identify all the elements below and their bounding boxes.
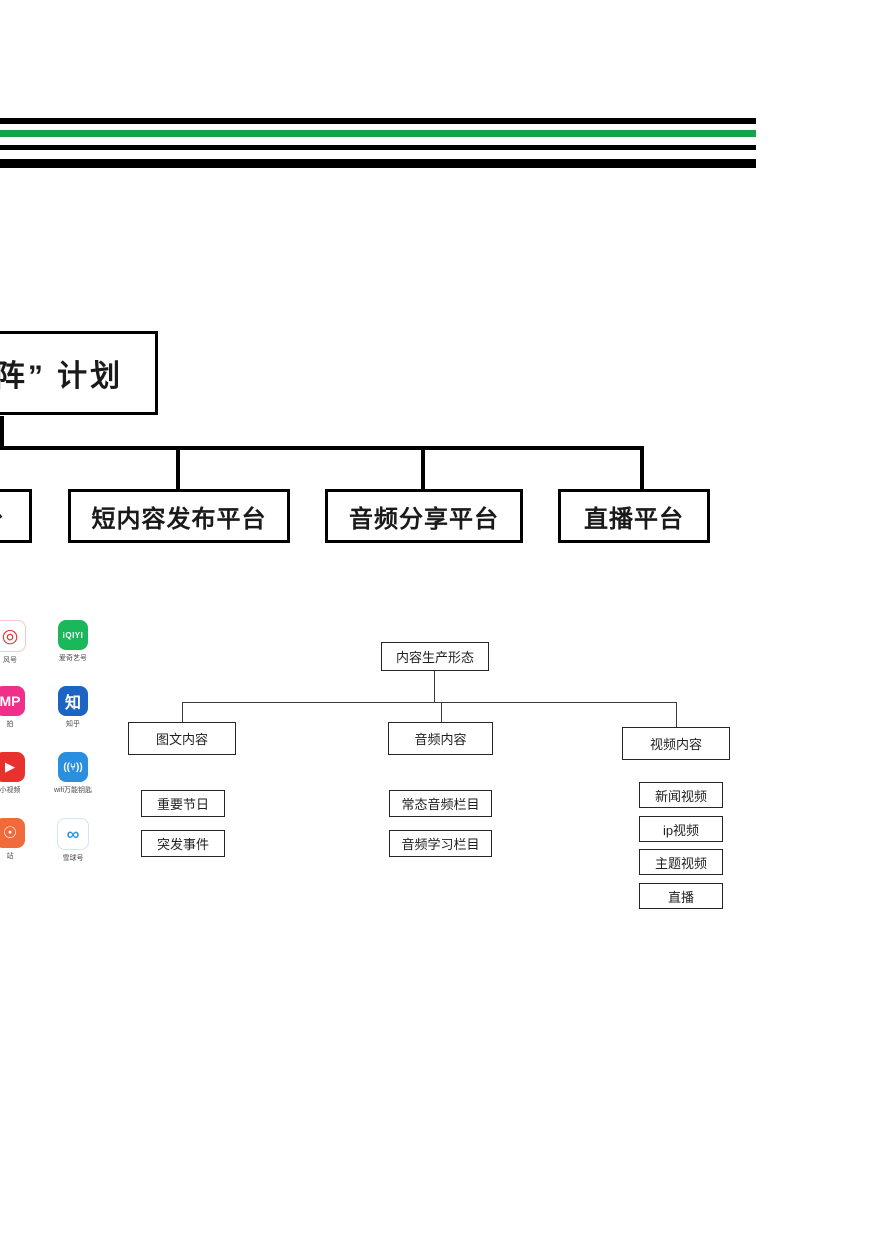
flow-child-box-2-3: 直播 xyxy=(639,883,723,909)
flow-child-label-2-3: 直播 xyxy=(667,889,694,905)
app-label-0: 风号 xyxy=(3,657,17,664)
iqiyi-icon: iQIYI xyxy=(58,620,88,650)
flow-branch-label-2: 视频内容 xyxy=(649,737,702,752)
flow-branch-label-1: 音频内容 xyxy=(414,732,467,747)
platform-label-0: 台 xyxy=(0,499,5,534)
flow-branch-box-1: 音频内容 xyxy=(388,722,493,755)
flow-root-box: 内容生产形态 xyxy=(381,642,489,671)
bilibili-icon: ☉ xyxy=(0,818,25,848)
flow-child-label-0-1: 突发事件 xyxy=(156,837,209,852)
platform-box-3: 直播平台 xyxy=(558,489,710,543)
flow-child-label-0-0: 重要节日 xyxy=(156,797,209,812)
flow-branch-box-0: 图文内容 xyxy=(128,722,236,755)
app-item-6[interactable]: ☉ 站 xyxy=(0,818,38,861)
app-label-6: 站 xyxy=(6,853,14,860)
top-rule-2 xyxy=(0,145,756,150)
app-label-5: wifi万能钥匙 xyxy=(53,787,93,794)
connector-drop-3 xyxy=(421,446,425,490)
top-rule-3 xyxy=(0,159,756,168)
flow-root-stem xyxy=(434,671,435,702)
xueqiu-icon: ∞ xyxy=(57,818,89,850)
flow-child-box-2-1: ip视频 xyxy=(639,816,723,842)
app-item-7[interactable]: ∞ 雪球号 xyxy=(45,818,101,863)
app-glyph-3: 知 xyxy=(64,695,81,712)
platform-label-1: 短内容发布平台 xyxy=(91,505,267,533)
app-item-4[interactable]: ▶ 小视频 xyxy=(0,752,38,795)
app-label-4: 小视频 xyxy=(0,787,21,794)
connector-drop-2 xyxy=(176,446,180,490)
zhihu-icon: 知 xyxy=(58,686,88,716)
meipai-icon: MP xyxy=(0,686,25,716)
app-glyph-5: ((⑂)) xyxy=(63,761,83,773)
flow-child-label-2-1: ip视频 xyxy=(662,822,700,838)
flow-child-label-2-0: 新闻视频 xyxy=(654,788,707,804)
flow-horizontal-bus xyxy=(182,702,676,703)
flow-child-label-1-1: 音频学习栏目 xyxy=(401,837,480,852)
flow-drop-2 xyxy=(676,702,677,727)
flow-child-label-2-2: 主题视频 xyxy=(654,855,707,871)
app-label-1: 爱奇艺号 xyxy=(59,655,87,662)
app-glyph-0: ◎ xyxy=(1,625,19,647)
app-item-0[interactable]: ◎ 风号 xyxy=(0,620,38,665)
flow-branch-box-2: 视频内容 xyxy=(622,727,730,760)
app-label-3: 知乎 xyxy=(66,721,80,728)
flow-drop-1 xyxy=(441,702,442,722)
flow-child-box-1-0: 常态音频栏目 xyxy=(389,790,492,817)
flow-child-label-1-0: 常态音频栏目 xyxy=(401,797,480,812)
platform-box-2: 音频分享平台 xyxy=(325,489,523,543)
top-rule-1 xyxy=(0,118,756,124)
xiaoshipin-icon: ▶ xyxy=(0,752,25,782)
app-label-7: 雪球号 xyxy=(62,855,84,862)
app-label-2: 拍 xyxy=(6,721,14,728)
top-rule-green xyxy=(0,130,756,137)
platform-label-3: 直播平台 xyxy=(584,505,684,533)
plan-title-text: 阵” 计划 xyxy=(0,360,124,393)
connector-title-stub xyxy=(0,416,4,450)
flow-child-box-2-2: 主题视频 xyxy=(639,849,723,875)
app-item-5[interactable]: ((⑂)) wifi万能钥匙 xyxy=(45,752,101,795)
connector-drop-4 xyxy=(640,446,644,490)
platform-box-1: 短内容发布平台 xyxy=(68,489,290,543)
app-item-2[interactable]: MP 拍 xyxy=(0,686,38,729)
app-glyph-7: ∞ xyxy=(66,823,80,844)
flow-drop-0 xyxy=(182,702,183,722)
app-item-3[interactable]: 知 知乎 xyxy=(45,686,101,729)
app-glyph-2: MP xyxy=(0,693,21,709)
app-glyph-6: ☉ xyxy=(2,825,18,842)
platform-label-2: 音频分享平台 xyxy=(349,505,499,533)
connector-horizontal-bus xyxy=(0,446,644,450)
flow-root-label: 内容生产形态 xyxy=(395,650,474,665)
flow-child-box-0-1: 突发事件 xyxy=(141,830,225,857)
wifi-master-key-icon: ((⑂)) xyxy=(58,752,88,782)
platform-box-0: 台 xyxy=(0,489,32,543)
app-glyph-1: iQIYI xyxy=(62,630,84,640)
flow-child-box-1-1: 音频学习栏目 xyxy=(389,830,492,857)
app-glyph-4: ▶ xyxy=(5,759,15,774)
flow-child-box-0-0: 重要节日 xyxy=(141,790,225,817)
plan-title-box: 阵” 计划 xyxy=(0,331,158,415)
app-item-1[interactable]: iQIYI 爱奇艺号 xyxy=(45,620,101,663)
flow-child-box-2-0: 新闻视频 xyxy=(639,782,723,808)
flow-branch-label-0: 图文内容 xyxy=(155,732,208,747)
dafenghao-icon: ◎ xyxy=(0,620,26,652)
